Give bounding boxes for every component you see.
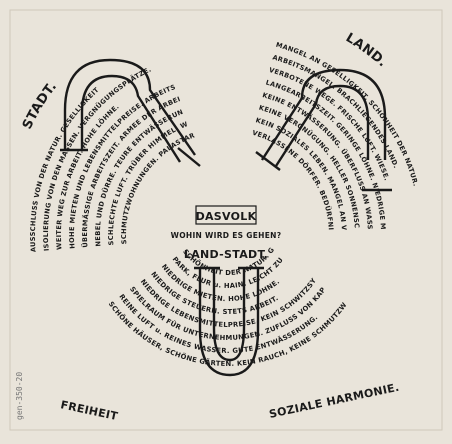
freiheit-label: FREIHEIT xyxy=(59,398,119,423)
land-line: KEINE ENTWÄSSERUNG. ÜBERFLUSS AN WASSER. xyxy=(0,0,374,230)
land-stadt-title: LAND-STADT. xyxy=(184,248,268,261)
stadt-title: STADT. xyxy=(20,79,60,132)
land-title: LAND. xyxy=(343,31,390,71)
margin-note: gen-350-20 xyxy=(15,372,24,420)
soziale-harmonie-label: SOZIALE HARMONIE. xyxy=(268,381,401,421)
volk-title: DASVOLK xyxy=(196,210,257,223)
land-magnet xyxy=(255,68,392,192)
land-line-text: LANGEARBEITSZEIT. GERINGE LÖHNE. NIEDRIG… xyxy=(0,0,387,230)
land-line: LANGEARBEITSZEIT. GERINGE LÖHNE. NIEDRIG… xyxy=(0,0,387,230)
stadt-title-text: STADT. xyxy=(20,79,60,132)
volk-box: DASVOLK xyxy=(195,205,257,225)
panel-border xyxy=(9,9,443,431)
land-title-text: LAND. xyxy=(343,31,390,71)
land-line-text: KEINE ENTWÄSSERUNG. ÜBERFLUSS AN WASSER. xyxy=(0,0,374,230)
stadt-magnet xyxy=(60,58,201,167)
land-stadt-magnet xyxy=(194,266,264,377)
volk-question: WOHIN WIRD ES GEHEN? xyxy=(171,231,282,240)
